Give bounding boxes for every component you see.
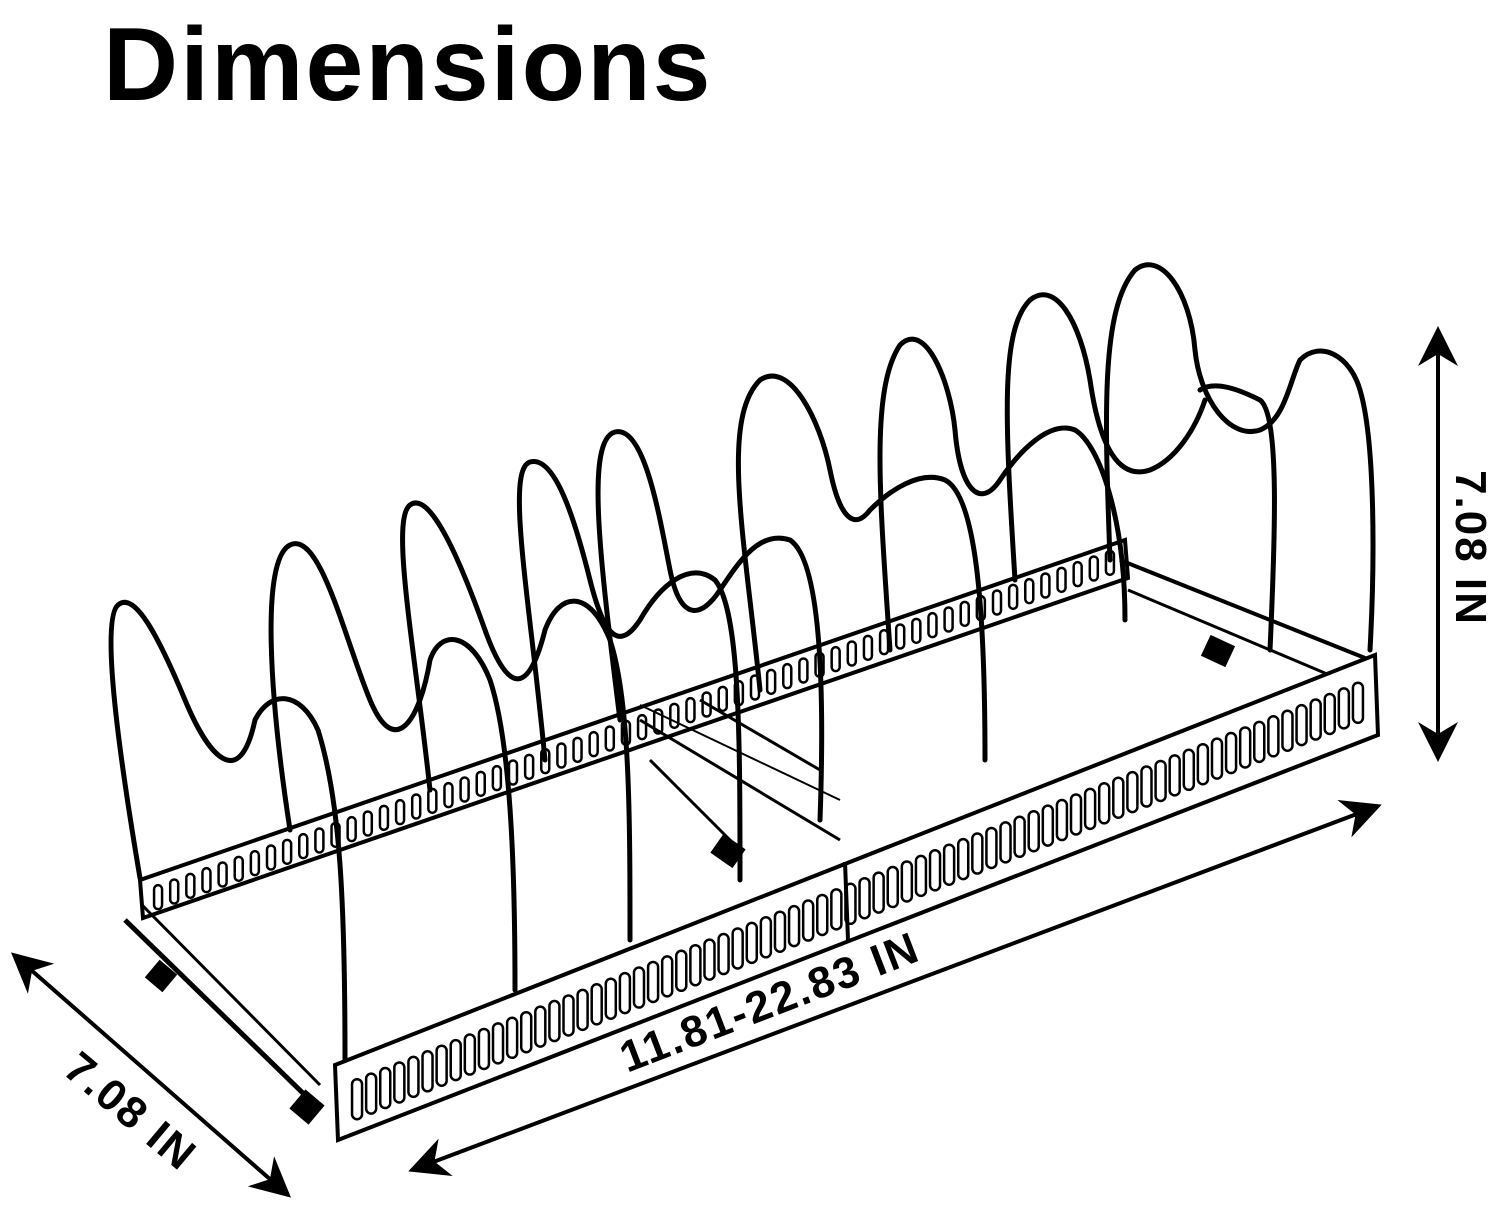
side-bars	[123, 558, 1371, 1125]
rail-slot	[1267, 715, 1280, 758]
rail-slot	[281, 838, 293, 866]
rail-slot	[1253, 720, 1266, 764]
height-dimension-label: 7.08 IN	[1446, 470, 1492, 626]
rail-slot	[298, 832, 309, 860]
rail-slot	[1238, 726, 1252, 769]
rail-slot	[1024, 577, 1035, 605]
rail-slot	[346, 815, 357, 843]
rail-slot	[1281, 709, 1294, 752]
rail-slot	[556, 742, 567, 769]
rail-slot	[168, 878, 180, 905]
rail-slot	[765, 668, 777, 696]
rail-slot	[1351, 681, 1365, 725]
rail-slot	[1196, 742, 1210, 786]
rail-slot	[410, 793, 422, 820]
rail-slot	[1210, 737, 1224, 780]
rail-slot	[572, 736, 583, 764]
rail-slot	[1182, 748, 1196, 792]
front-rail	[332, 652, 1381, 1143]
rail-slot	[588, 730, 599, 758]
dimension-arrows	[10, 326, 1458, 1198]
rail-slot	[1323, 692, 1337, 736]
rail-slot	[717, 685, 728, 713]
rail-slot	[491, 764, 503, 792]
rail-slot	[1007, 583, 1019, 611]
rail-slot	[927, 611, 938, 639]
rail-slot	[394, 798, 406, 826]
rail-slot	[830, 645, 841, 673]
rail-slot	[201, 866, 212, 894]
rail-slot	[991, 589, 1003, 616]
rail-slot	[1224, 731, 1238, 775]
rail-slot	[364, 1072, 378, 1115]
rail-slot	[911, 617, 922, 645]
rail-slot	[233, 855, 244, 883]
rail-slot	[185, 872, 196, 900]
rail-slot	[265, 844, 277, 871]
rail-slot	[459, 776, 470, 803]
length-arrow	[408, 799, 1382, 1177]
rail-slot	[362, 810, 374, 837]
rail-slot	[475, 770, 486, 798]
rail-slot	[1040, 572, 1051, 599]
rail-slot	[959, 600, 970, 628]
rail-slot	[1072, 560, 1083, 588]
rail-slot	[846, 640, 858, 667]
rail-slot	[862, 634, 874, 662]
rail-slot	[894, 623, 906, 650]
divider-wires	[108, 262, 1376, 1063]
rail-slot	[1337, 687, 1351, 730]
rail-slot	[782, 662, 793, 690]
rail-slot	[393, 1061, 406, 1104]
rail-slot	[350, 1077, 364, 1121]
rail-slot	[378, 804, 390, 832]
rail-slot	[507, 759, 519, 786]
rail-slot	[685, 696, 696, 724]
rail-slot	[1056, 566, 1067, 594]
rail-slot	[152, 883, 164, 911]
rail-slot	[798, 657, 809, 684]
rail-slot	[636, 713, 648, 741]
rail-slot	[943, 606, 954, 633]
rail-slot	[249, 849, 261, 877]
rail-slot	[669, 702, 680, 730]
rail-slot	[1295, 703, 1308, 747]
rail-slot	[1309, 698, 1322, 741]
rail-slot	[217, 861, 228, 888]
rail-slot	[1088, 555, 1100, 582]
rail-slot	[314, 827, 325, 854]
rail-slot	[443, 781, 454, 809]
rail-slot	[378, 1066, 392, 1110]
rail-slot	[652, 708, 664, 735]
rail-slot	[523, 753, 535, 781]
rail-slot	[1168, 754, 1181, 797]
page-title: Dimensions	[103, 7, 713, 123]
rail-slot	[604, 725, 616, 752]
width-arrow	[10, 952, 292, 1198]
